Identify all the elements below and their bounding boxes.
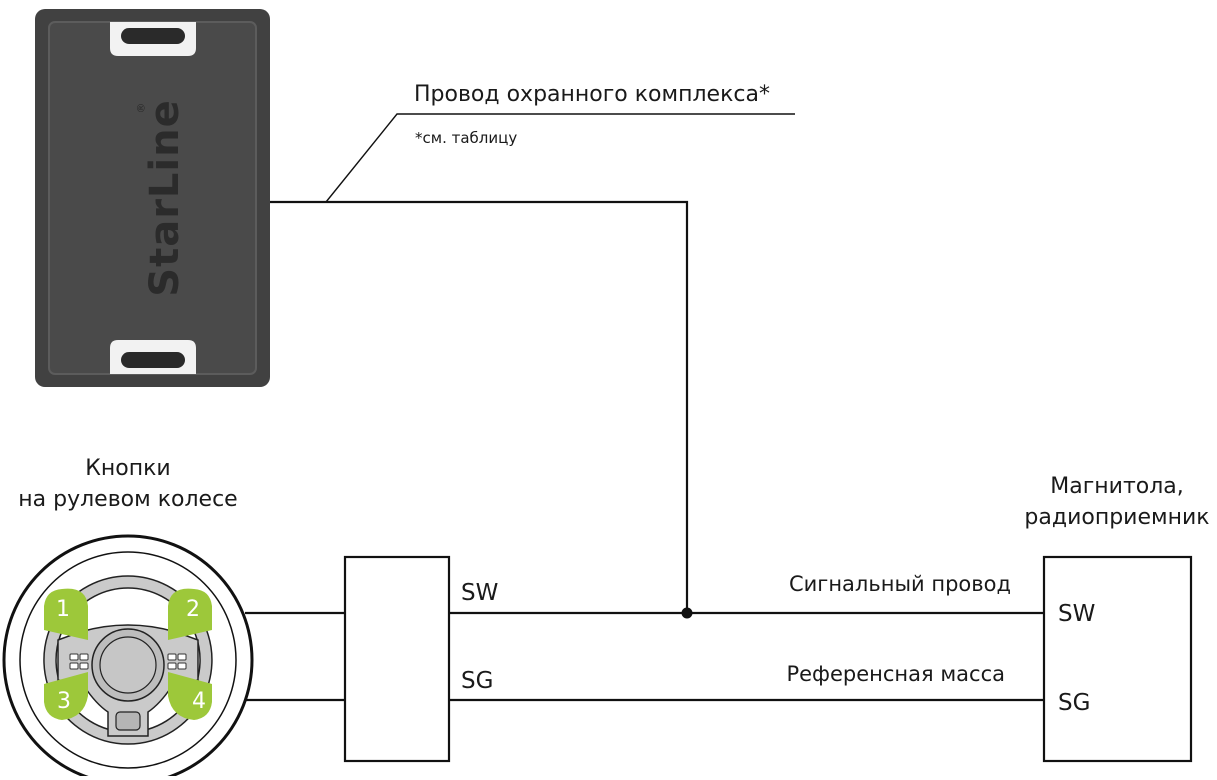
wheel-right-switches [167,653,187,670]
radio-pin-sg: SG [1058,690,1090,716]
wheel-button-3: 3 [44,672,88,720]
svg-text:3: 3 [57,689,71,714]
wheel-button-4: 4 [168,672,212,720]
wheel-left-switches [69,653,89,670]
steering-wheel-icon: 1 2 3 4 [2,534,254,780]
starline-module: StarLine ® [35,9,270,387]
svg-text:2: 2 [186,597,200,622]
signal-wire-label: Сигнальный провод [789,572,1011,596]
wheel-caption-line1: Кнопки [85,456,170,481]
starline-logo: StarLine [142,99,188,296]
wheel-hub-inner [99,636,157,694]
wheel-button-2: 2 [168,588,212,640]
registered-mark: ® [135,103,148,114]
reference-ground-label: Референсная масса [786,662,1005,686]
wheel-button-1: 1 [44,588,88,640]
junction-dot [681,607,693,619]
wire-label: Провод охранного комплекса* [414,82,770,107]
connector-pin-sg: SG [461,668,493,694]
label-leader-line [325,113,795,203]
radio-caption-line2: радиоприемник [1024,505,1209,530]
connector-box [343,555,451,763]
module-top-tab [110,22,196,56]
wheel-lower-badge [115,711,141,731]
radio-caption-line1: Магнитола, [1050,474,1184,499]
radio-box [1042,555,1193,763]
wires [245,113,1044,702]
module-bottom-tab [110,340,196,374]
wheel-caption-line2: на рулевом колесе [18,487,237,512]
wire-note: *см. таблицу [415,129,517,147]
module-wire [270,200,689,613]
radio-pin-sw: SW [1058,601,1095,627]
svg-text:1: 1 [56,597,70,622]
svg-text:4: 4 [192,689,206,714]
connector-pin-sw: SW [461,580,498,606]
